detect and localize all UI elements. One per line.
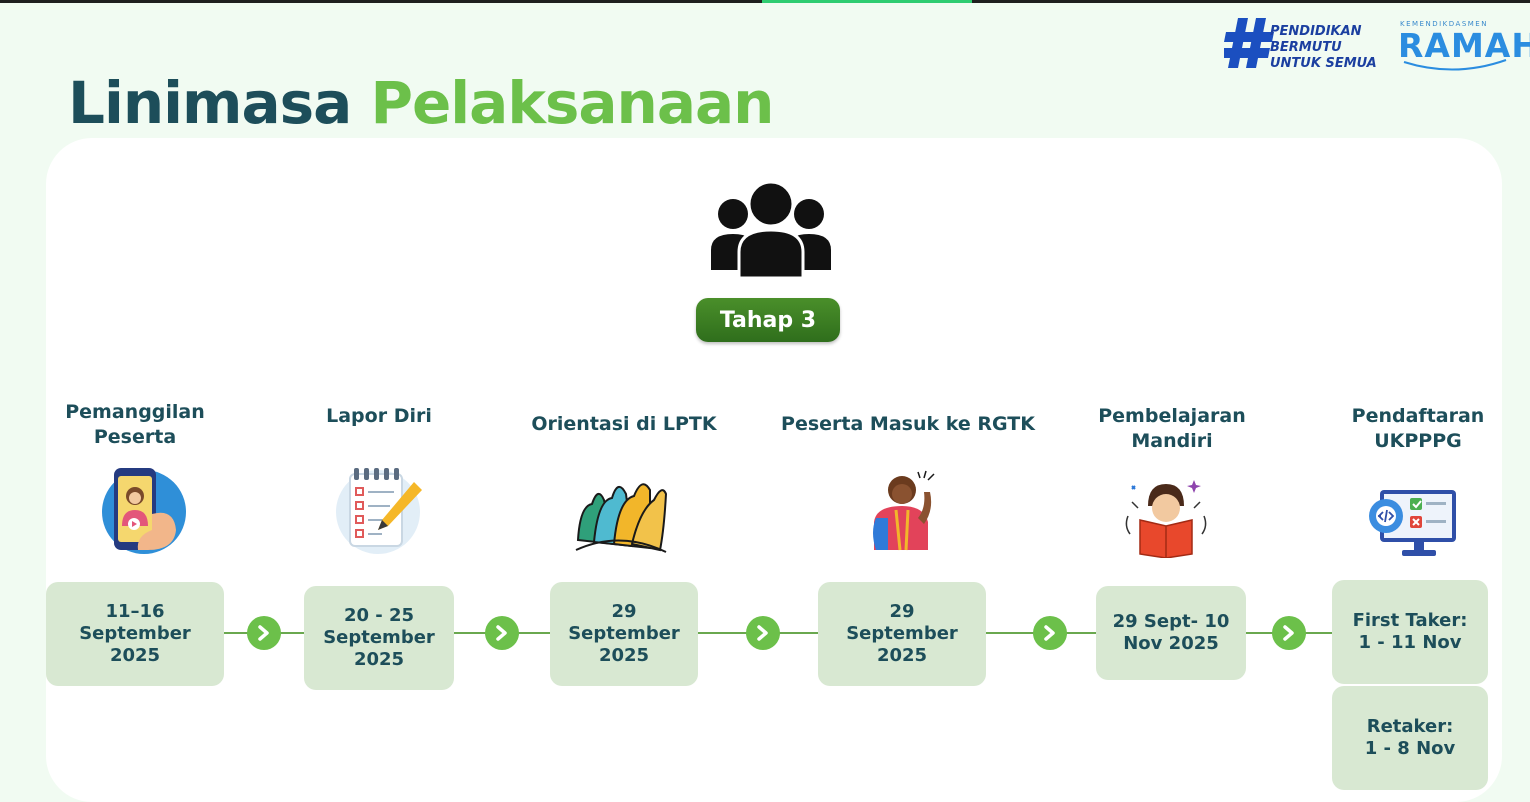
page-title-part1: Linimasa <box>68 69 352 137</box>
checklist-pencil-icon <box>336 468 422 554</box>
step-2-date-box: 20 - 25 September 2025 <box>304 586 454 690</box>
step-5-date-box: 29 Sept- 10 Nov 2025 <box>1096 586 1246 680</box>
step-1-title: Pemanggilan Peserta <box>60 400 210 450</box>
step-5-title-line-2: Mandiri <box>1131 430 1213 452</box>
step-3-date-line-3: 2025 <box>598 645 650 666</box>
step-4-date-box: 29 September 2025 <box>818 582 986 686</box>
step-6-title-line-2: UKPPPG <box>1374 430 1462 452</box>
chevron-right-icon <box>1033 616 1067 650</box>
step-1-date-line-2: September <box>79 623 191 644</box>
ramah-logo-swoosh <box>1403 59 1507 71</box>
step-3-date-line-2: September <box>568 623 680 644</box>
step-2-title: Lapor Diri <box>304 404 454 429</box>
step-4-date-line-2: September <box>846 623 958 644</box>
step-2-date-line-1: 20 - 25 <box>343 605 415 626</box>
raised-hands-crowd-icon <box>575 483 668 553</box>
student-waving-icon <box>873 470 935 551</box>
logo-line-2: BERMUTU <box>1270 40 1342 55</box>
retaker-label: Retaker: <box>1366 716 1454 737</box>
first-taker-dates: 1 - 11 Nov <box>1358 632 1462 653</box>
step-4-date-line-3: 2025 <box>876 645 928 666</box>
step-4-title-line-1: Peserta Masuk ke RGTK <box>781 413 1035 435</box>
reading-book-icon <box>1125 480 1207 558</box>
step-4-date-line-1: 29 <box>889 601 915 622</box>
page-title: Linimasa Pelaksanaan <box>68 68 774 138</box>
step-2-date-line-3: 2025 <box>353 649 405 670</box>
first-taker-label: First Taker: <box>1352 610 1468 631</box>
step-1-date-line-3: 2025 <box>109 645 161 666</box>
step-5-date-line-2: Nov 2025 <box>1123 633 1219 654</box>
step-2-title-line-1: Lapor Diri <box>326 405 432 427</box>
pendidikan-bermutu-logo-text: PENDIDIKAN BERMUTU UNTUK SEMUA <box>1270 24 1377 72</box>
step-3-title-line-1: Orientasi di LPTK <box>531 413 717 435</box>
ministry-label: KEMENDIKDASMEN <box>1400 20 1488 28</box>
step-1-date-box: 11–16 September 2025 <box>46 582 224 686</box>
ramah-logo: RAMAH <box>1398 26 1530 65</box>
step-1-title-line-2: Peserta <box>93 426 177 448</box>
logo-line-3: UNTUK SEMUA <box>1270 56 1377 71</box>
step-3-title: Orientasi di LPTK <box>524 412 724 437</box>
chevron-right-icon <box>746 616 780 650</box>
stage-badge: Tahap 3 <box>696 298 840 342</box>
computer-settings-icon <box>1369 490 1456 556</box>
step-4-title: Peserta Masuk ke RGTK <box>778 412 1038 437</box>
chevron-right-icon <box>1272 616 1306 650</box>
step-5-title-line-1: Pembelajaran <box>1098 405 1246 427</box>
step-6-title-line-1: Pendaftaran <box>1351 405 1485 427</box>
step-5-date-line-1: 29 Sept- 10 <box>1112 611 1230 632</box>
step-6-retaker-box: Retaker: 1 - 8 Nov <box>1332 686 1488 790</box>
phone-video-call-icon <box>102 468 186 554</box>
step-1-title-line-1: Pemanggilan <box>65 401 205 423</box>
chevron-right-icon <box>485 616 519 650</box>
chevron-right-icon <box>247 616 281 650</box>
step-3-date-box: 29 September 2025 <box>550 582 698 686</box>
retaker-dates: 1 - 8 Nov <box>1364 738 1456 759</box>
pendidikan-hashtag-logo <box>1224 18 1274 68</box>
group-people-icon <box>711 180 831 280</box>
step-6-title: Pendaftaran UKPPPG <box>1340 404 1496 454</box>
step-3-date-line-1: 29 <box>611 601 637 622</box>
step-2-date-line-2: September <box>323 627 435 648</box>
step-6-first-taker-box: First Taker: 1 - 11 Nov <box>1332 580 1488 684</box>
page-title-part2: Pelaksanaan <box>370 69 774 137</box>
logo-line-1: PENDIDIKAN <box>1270 24 1362 39</box>
step-5-title: Pembelajaran Mandiri <box>1090 404 1254 454</box>
window-top-accent <box>762 0 972 3</box>
step-1-date-line-1: 11–16 <box>105 601 165 622</box>
